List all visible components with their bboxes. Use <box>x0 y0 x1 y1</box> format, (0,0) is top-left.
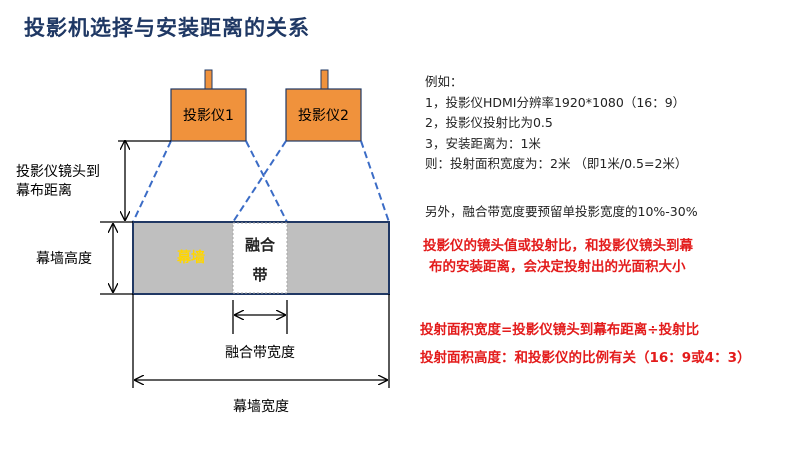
screen-height-dimension <box>100 221 133 295</box>
projector-1-body <box>170 88 247 142</box>
blend-label-line2: 带 <box>252 266 267 284</box>
example-line-1: 1，投影仪HDMI分辨率1920*1080（16：9） <box>425 94 686 110</box>
screen-label: 幕墙 <box>176 249 205 266</box>
projector-1-label: 投影仪1 <box>183 108 234 124</box>
projection-beams <box>132 140 390 223</box>
blend-width-dimension <box>232 300 288 334</box>
blend-zone <box>232 222 288 294</box>
page-title: 投影机选择与安装距离的关系 <box>24 16 310 40</box>
projector-2-body <box>285 88 362 142</box>
red-note-line-2: 布的安装距离，会决定投射出的光面积大小 <box>429 259 686 275</box>
projector-2-lens <box>320 69 329 90</box>
example-heading: 例如： <box>425 74 463 89</box>
blend-width-label: 融合带宽度 <box>225 344 295 361</box>
projector-2-label: 投影仪2 <box>298 108 349 124</box>
blend-label-line1: 融合 <box>245 236 276 254</box>
projector-1-lens <box>204 69 213 90</box>
distance-label-line2: 幕布距离 <box>16 182 72 199</box>
distance-label-line1: 投影仪镜头到 <box>16 164 100 180</box>
formula-height: 投射面积高度：和投影仪的比例有关（16：9或4：3） <box>420 350 751 366</box>
example-line-3: 3，安装距离为：1米 <box>425 135 541 151</box>
screen-height-label: 幕墙高度 <box>36 250 92 267</box>
red-note: 投影仪的镜头值或投射比，和投影仪镜头到幕 布的安装距离，会决定投射出的光面积大小 <box>423 236 693 278</box>
formula-width: 投射面积宽度=投影仪镜头到幕布距离÷投射比 <box>420 322 700 338</box>
screen-width-dimension <box>132 294 390 388</box>
screen-width-label: 幕墙宽度 <box>233 398 289 415</box>
example-line-4: 则：投射面积宽度为：2米 （即1米/0.5=2米） <box>425 156 688 171</box>
blend-note: 另外，融合带宽度要预留单投影宽度的10%-30% <box>425 204 698 219</box>
example-line-2: 2，投影仪投射比为0.5 <box>425 115 553 130</box>
distance-dimension <box>118 141 171 220</box>
example-block: 例如： 1，投影仪HDMI分辨率1920*1080（16：9） 2，投影仪投射比… <box>425 72 687 175</box>
red-note-line-1: 投影仪的镜头值或投射比，和投影仪镜头到幕 <box>423 238 693 254</box>
